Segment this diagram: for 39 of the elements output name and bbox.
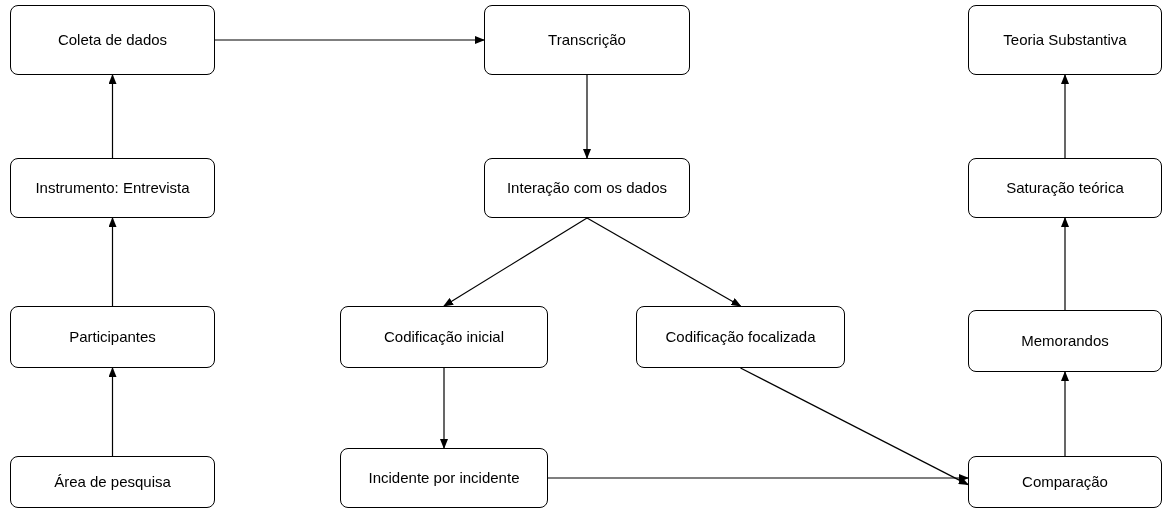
process-box: [484, 158, 690, 218]
box-label: Codificação inicial: [383, 327, 505, 347]
arrow: [440, 367, 448, 449]
box-label: Teoria Substantiva: [1003, 30, 1127, 50]
box-label: Interação com os dados: [506, 178, 668, 198]
box-label: Transcrição: [548, 30, 626, 50]
process-box: [10, 306, 215, 368]
arrow: [108, 217, 117, 307]
process-box: [636, 306, 845, 368]
arrow: [443, 217, 588, 307]
arrow: [739, 367, 969, 486]
arrow: [547, 474, 969, 482]
process-box: [10, 158, 215, 218]
process-box: [968, 158, 1162, 218]
arrow: [1061, 217, 1069, 311]
box-label: Memorandos: [1021, 331, 1109, 351]
box-label: Incidente por incidente: [368, 468, 520, 488]
process-box: [968, 5, 1162, 75]
box-label: Codificação focalizada: [665, 327, 816, 347]
process-box: [10, 456, 215, 508]
box-label: Saturação teórica: [1006, 178, 1124, 198]
box-label: Participantes: [69, 327, 156, 347]
process-box: [484, 5, 690, 75]
box-label: Área de pesquisa: [54, 472, 171, 492]
arrow: [108, 367, 117, 457]
arrow: [108, 74, 117, 159]
process-box: [340, 448, 548, 508]
process-box: [10, 5, 215, 75]
arrow: [583, 74, 591, 159]
process-box: [340, 306, 548, 368]
arrow: [586, 217, 742, 307]
arrow: [214, 36, 485, 44]
box-label: Comparação: [1022, 472, 1108, 492]
process-box: [968, 310, 1162, 372]
process-box: [968, 456, 1162, 508]
box-label: Instrumento: Entrevista: [35, 178, 190, 198]
box-label: Coleta de dados: [57, 30, 168, 50]
arrow: [1061, 371, 1069, 457]
arrow: [1061, 74, 1069, 159]
